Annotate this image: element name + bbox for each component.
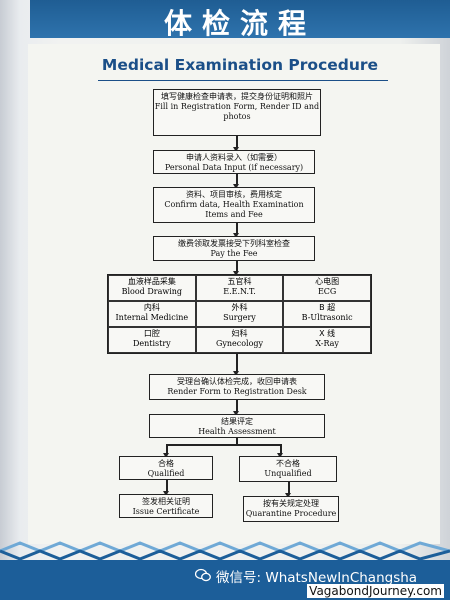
step-data-input-en: Personal Data Input (if necessary) bbox=[164, 163, 304, 172]
flow-arrow bbox=[233, 174, 239, 189]
step-confirm: 资料、项目审核，费用核定 Confirm data, Health Examin… bbox=[153, 187, 315, 223]
flow-arrow bbox=[233, 354, 239, 376]
step-certificate-en: Issue Certificate bbox=[132, 507, 200, 516]
flow-arrow bbox=[233, 136, 239, 152]
step-qualified-zh: 合格 bbox=[158, 459, 174, 468]
step-assessment-zh: 结果评定 bbox=[221, 417, 253, 426]
branch-connector bbox=[236, 438, 238, 444]
flow-arrow bbox=[163, 480, 169, 496]
step-confirm-zh: 资料、项目审核，费用核定 bbox=[186, 190, 282, 199]
flow-arrow bbox=[277, 444, 283, 458]
step-data-input-zh: 申请人资料录入（如需要） bbox=[186, 153, 282, 162]
wechat-icon bbox=[195, 568, 211, 582]
flow-arrow bbox=[163, 444, 169, 458]
step-confirm-en: Confirm data, Health Examination Items a… bbox=[164, 200, 304, 219]
flow-arrow bbox=[285, 482, 291, 498]
step-quarantine-zh: 按有关规定处理 bbox=[263, 499, 319, 508]
step-qualified-en: Qualified bbox=[147, 469, 185, 478]
step-unqualified: 不合格 Unqualified bbox=[239, 456, 337, 482]
step-pay-en: Pay the Fee bbox=[210, 249, 258, 258]
step-qualified: 合格 Qualified bbox=[119, 456, 213, 480]
procedure-title: Medical Examination Procedure bbox=[101, 56, 379, 74]
step-registration: 填写健康检查申请表，提交身份证明和照片 Fill in Registration… bbox=[153, 89, 321, 136]
flow-arrow bbox=[233, 223, 239, 238]
step-certificate-zh: 签发相关证明 bbox=[142, 497, 190, 506]
step-assessment-en: Health Assessment bbox=[198, 427, 276, 436]
title-underline bbox=[98, 80, 388, 81]
step-quarantine: 按有关规定处理 Quarantine Procedure bbox=[243, 496, 339, 522]
site-watermark: VagabondJourney.com bbox=[307, 584, 444, 598]
sign-header: 体检流程 bbox=[30, 0, 450, 40]
wechat-watermark: 微信号: WhatsNewInChangsha bbox=[216, 570, 418, 586]
step-pay-zh: 缴费领取发票接受下列科室检查 bbox=[178, 239, 290, 248]
step-health-assessment: 结果评定 Health Assessment bbox=[149, 414, 325, 438]
step-unqualified-zh: 不合格 bbox=[276, 459, 300, 468]
step-render-form: 受理台确认体检完成，收回申请表 Render Form to Registrat… bbox=[149, 374, 325, 400]
decorative-wave bbox=[0, 541, 450, 561]
step-pay: 缴费领取发票接受下列科室检查 Pay the Fee bbox=[153, 236, 315, 261]
step-issue-certificate: 签发相关证明 Issue Certificate bbox=[119, 494, 213, 518]
step-quarantine-en: Quarantine Procedure bbox=[245, 509, 337, 518]
step-registration-zh: 填写健康检查申请表，提交身份证明和照片 bbox=[161, 92, 313, 101]
flow-arrow bbox=[233, 400, 239, 416]
step-unqualified-en: Unqualified bbox=[264, 469, 312, 478]
flow-arrow bbox=[233, 261, 239, 276]
step-registration-en: Fill in Registration Form, Render ID and… bbox=[154, 102, 320, 121]
step-render-form-en: Render Form to Registration Desk bbox=[167, 387, 307, 396]
branch-connector bbox=[166, 444, 281, 446]
sign-title-chinese: 体检流程 bbox=[163, 7, 316, 40]
step-data-input: 申请人资料录入（如需要） Personal Data Input (if nec… bbox=[153, 150, 315, 174]
step-render-form-zh: 受理台确认体检完成，收回申请表 bbox=[177, 377, 297, 386]
